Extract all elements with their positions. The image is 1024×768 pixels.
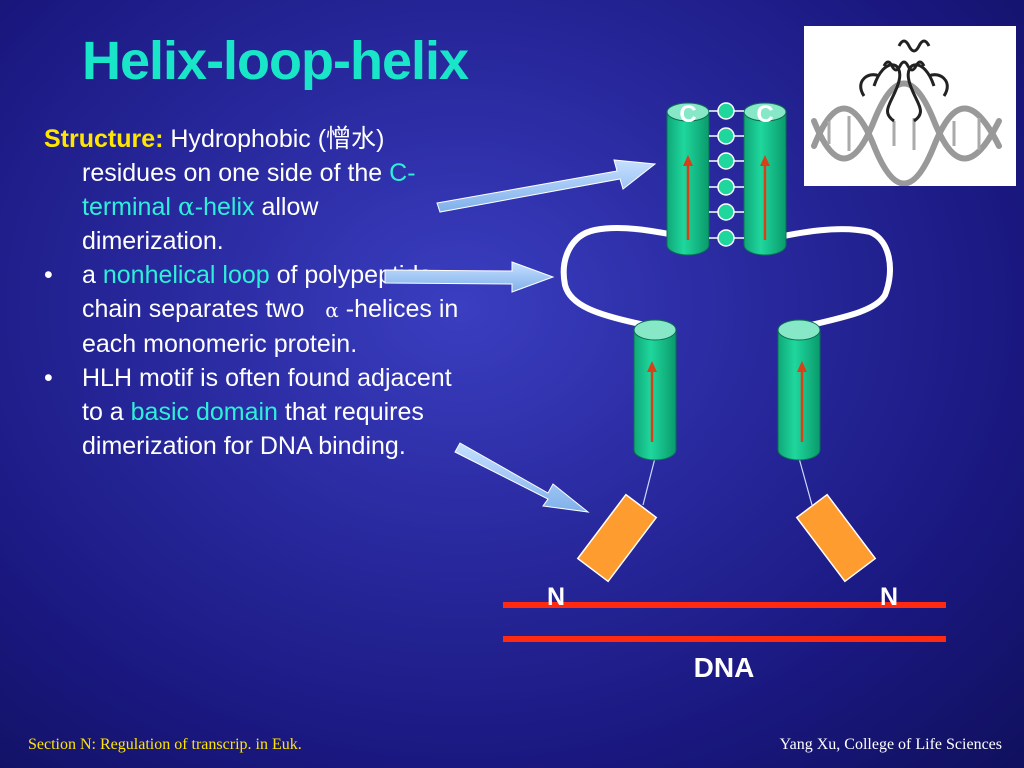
lower-helix-right xyxy=(777,319,821,461)
bullet-text: a xyxy=(82,261,103,289)
lower-helix-left xyxy=(633,319,677,461)
bullet-text: that requires dimerization for DNA bindi… xyxy=(82,398,424,460)
pointer-arrow-basic-domain xyxy=(454,442,590,513)
chinese-term: 憎水 xyxy=(326,124,377,153)
upper-helix-left xyxy=(666,102,710,256)
slide-body: Structure: Hydrophobic (憎水) residues on … xyxy=(44,122,464,463)
n-terminus-label-left: N xyxy=(547,583,565,611)
helix-highlight: -helix xyxy=(194,193,255,221)
pointer-arrow-loop xyxy=(384,261,555,293)
protein-structure-image xyxy=(804,26,1016,186)
protein-structure-drawing xyxy=(811,39,1002,186)
bullet-text: -helices in each monomeric protein. xyxy=(82,295,459,358)
n-terminus-label-right: N xyxy=(880,583,898,611)
residue-connectors xyxy=(709,110,744,239)
basic-domain-highlight: basic domain xyxy=(130,398,278,426)
structure-paragraph: Structure: Hydrophobic (憎水) residues on … xyxy=(44,122,464,258)
footer-author: Yang Xu, College of Life Sciences xyxy=(779,736,1002,753)
basic-domain-right xyxy=(795,493,877,583)
nonhelical-loop-highlight: nonhelical loop xyxy=(102,261,270,289)
hydrophobic-residues xyxy=(717,102,735,247)
bullet-item: • HLH motif is often found adjacent to a… xyxy=(44,361,464,463)
slide-title: Helix-loop-helix xyxy=(82,31,469,91)
pointer-arrow-structure xyxy=(436,159,657,213)
upper-helix-right xyxy=(743,102,787,256)
c-terminal-highlight: C-terminal xyxy=(82,159,416,221)
alpha-symbol: α xyxy=(325,298,339,322)
bullet-symbol: • xyxy=(44,261,53,289)
footer-section: Section N: Regulation of transcrip. in E… xyxy=(28,736,302,753)
para1-text2: ) residues on one side of the xyxy=(82,125,390,187)
dna-label: DNA xyxy=(694,652,755,683)
para1-text3: allow dimerization. xyxy=(82,193,319,255)
bullet-text: HLH motif is often found adjacent to a xyxy=(82,364,452,426)
basic-domain-left xyxy=(576,493,658,583)
connector-line-right xyxy=(798,457,813,506)
nonhelical-loop-right xyxy=(762,226,893,331)
c-terminus-label-right: C xyxy=(756,101,773,128)
c-terminus-label-left: C xyxy=(679,101,696,128)
connector-line-left xyxy=(642,457,656,506)
bullet-item: • a nonhelical loop of polypeptide chain… xyxy=(44,258,464,361)
structure-label: Structure: xyxy=(44,125,164,153)
para1-text1: Hydrophobic ( xyxy=(163,125,327,153)
nonhelical-loop-left xyxy=(560,225,693,329)
bullet-symbol: • xyxy=(44,364,53,392)
alpha-symbol: α xyxy=(177,192,195,221)
